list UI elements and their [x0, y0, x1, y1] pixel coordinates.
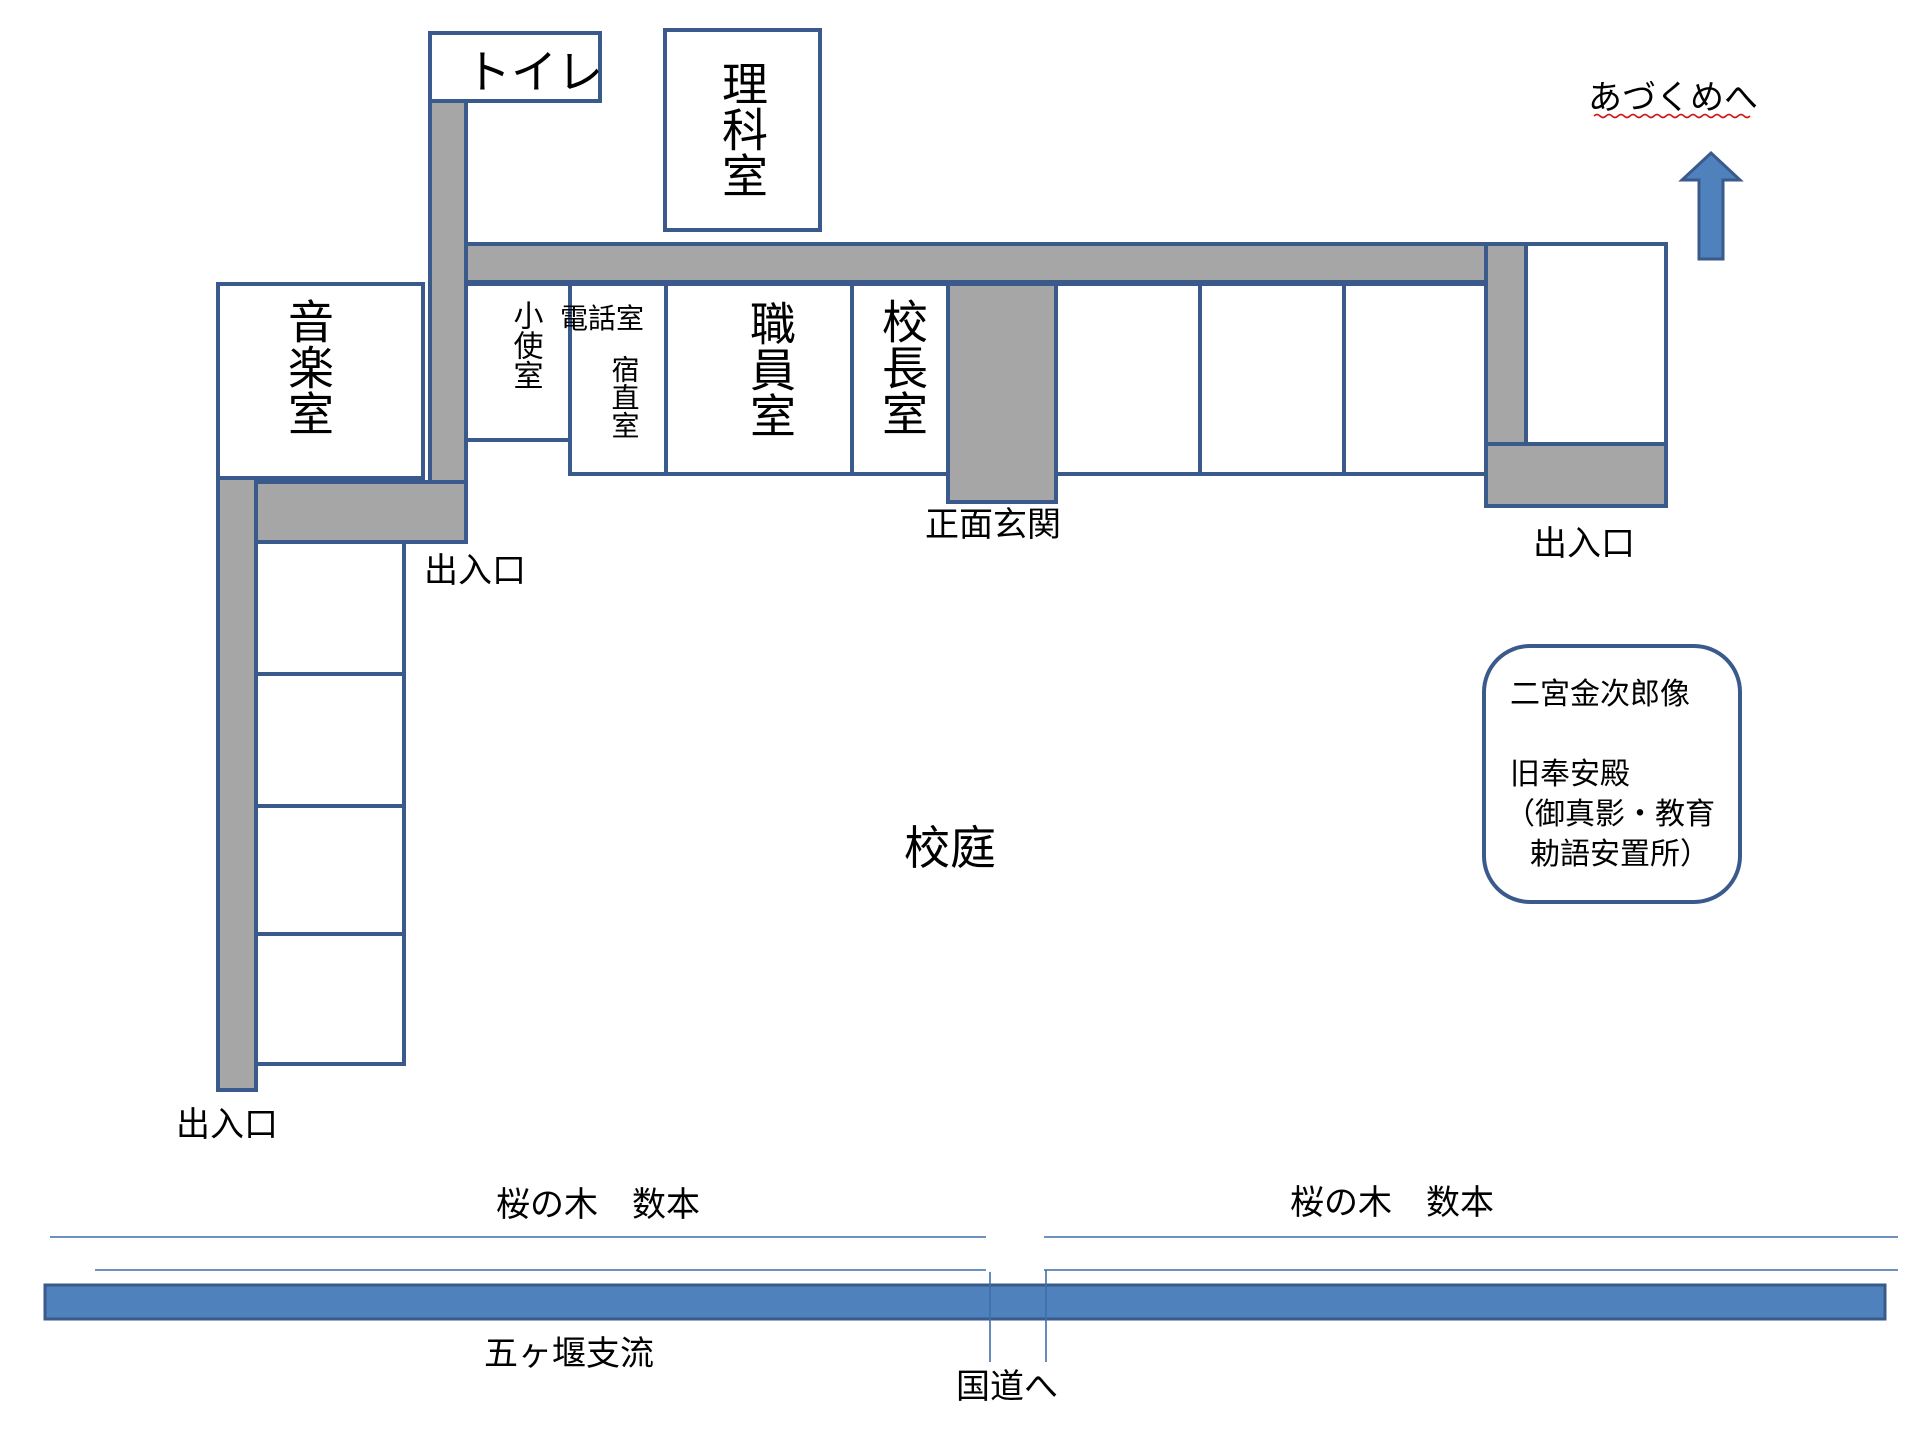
east-room — [1524, 242, 1668, 446]
exit-center-label: 出入口 — [424, 551, 526, 591]
music-room-label: 音楽室 — [281, 298, 335, 436]
janitor-room-label: 小使室 — [508, 300, 544, 390]
staff-room-label: 職員室 — [743, 300, 797, 438]
to-azukume-label: あづくめへ — [1588, 78, 1758, 118]
statue-shrine-box — [1482, 644, 1742, 904]
statue-line-4: 勅語安置所） — [1530, 837, 1710, 872]
east-corridor — [1484, 242, 1528, 446]
classroom-w3 — [254, 804, 406, 936]
east-exit-corridor — [1484, 442, 1668, 508]
classroom-w2 — [254, 672, 406, 808]
exit-left-label: 出入口 — [176, 1105, 278, 1145]
phone-room-label: 電話室 — [560, 302, 644, 335]
north-corridor — [464, 242, 1528, 284]
west-connector-corridor — [254, 480, 468, 544]
spellcheck-underline — [1593, 113, 1751, 119]
river-label: 五ヶ堰支流 — [484, 1334, 654, 1374]
classroom-w4 — [254, 932, 406, 1066]
front-entrance-label: 正面玄関 — [925, 505, 1061, 545]
exit-right-label: 出入口 — [1533, 524, 1635, 564]
classroom-n1 — [1054, 282, 1202, 476]
staff-room — [664, 282, 854, 476]
statue-line-3: （御真影・教育 — [1505, 797, 1715, 832]
cherry-trees-left-label: 桜の木 数本 — [496, 1185, 700, 1225]
music-room — [216, 282, 425, 480]
west-corridor — [216, 476, 258, 1092]
north-arrow-icon — [1678, 150, 1744, 261]
principal-room-label: 校長室 — [875, 298, 929, 436]
cherry-trees-right-label: 桜の木 数本 — [1290, 1183, 1494, 1223]
principal-room — [850, 282, 950, 476]
toilet-label: トイレ — [465, 45, 603, 99]
toilet-corridor — [428, 99, 468, 543]
schoolyard-label: 校庭 — [904, 821, 996, 875]
classroom-n3 — [1342, 282, 1488, 476]
to-national-road-label: 国道へ — [956, 1367, 1058, 1407]
river-channel — [43, 1283, 1887, 1321]
front-entrance-hall — [946, 282, 1058, 504]
janitor-room — [464, 282, 572, 442]
statue-line-1: 二宮金次郎像 — [1510, 677, 1690, 712]
science-room-label: 理科室 — [715, 60, 769, 198]
science-room — [663, 28, 822, 232]
classroom-w1 — [254, 540, 406, 676]
toilet-room — [428, 31, 602, 103]
night-duty-room-label: 宿直室 — [608, 355, 641, 439]
classroom-n2 — [1198, 282, 1346, 476]
statue-line-2: 旧奉安殿 — [1510, 757, 1630, 792]
